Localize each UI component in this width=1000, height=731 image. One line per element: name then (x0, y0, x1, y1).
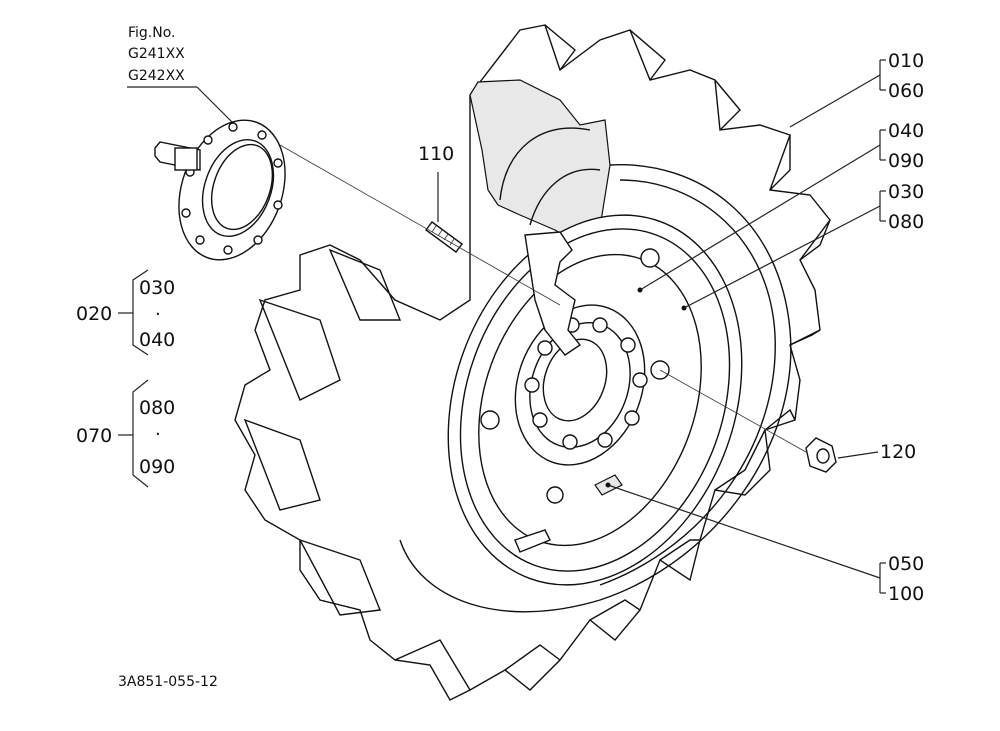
hex-nut-drawing (805, 437, 837, 473)
group-020-separator: · (155, 304, 161, 325)
group-070-separator: · (155, 424, 161, 445)
callout-100: 100 (888, 583, 924, 605)
fig-no-value-1: G241XX (128, 46, 185, 62)
callout-050: 050 (888, 553, 924, 575)
stud-bolt-drawing (425, 221, 463, 253)
callout-060: 060 (888, 80, 924, 102)
group-020-id: 020 (76, 303, 112, 325)
callout-010: 010 (888, 50, 924, 72)
fig-no-label: Fig.No. (128, 25, 176, 41)
group-020-member-2: 040 (139, 329, 175, 351)
leader-lines (118, 59, 886, 594)
rim-drawing (447, 214, 743, 586)
group-070-member-2: 090 (139, 456, 175, 478)
callout-030: 030 (888, 181, 924, 203)
drawing-code: 3A851-055-12 (118, 674, 218, 690)
callout-080: 080 (888, 211, 924, 233)
fig-no-value-2: G242XX (128, 68, 185, 84)
callout-120: 120 (880, 441, 916, 463)
callout-040: 040 (888, 120, 924, 142)
group-070-id: 070 (76, 425, 112, 447)
callout-090: 090 (888, 150, 924, 172)
group-020-member-1: 030 (139, 277, 175, 299)
group-070-member-1: 080 (139, 397, 175, 419)
axle-flange-drawing (154, 119, 286, 261)
callout-110: 110 (418, 143, 454, 165)
